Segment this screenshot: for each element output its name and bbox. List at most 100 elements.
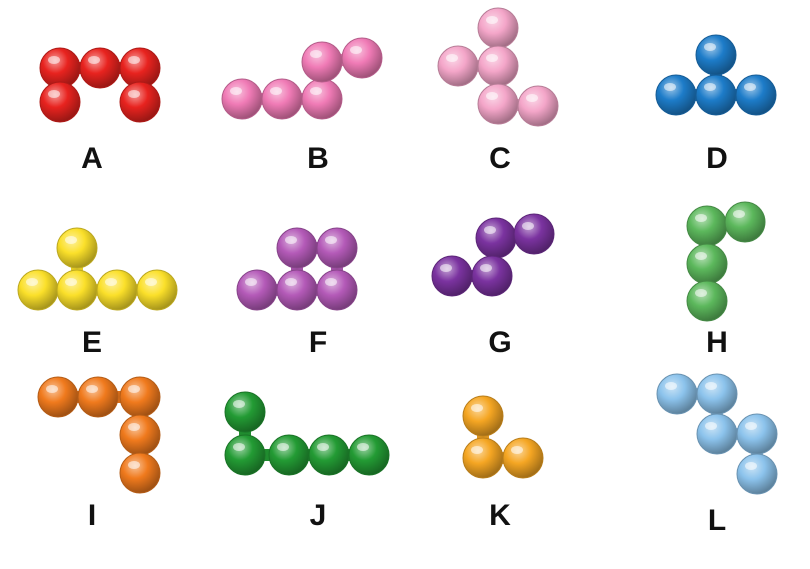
bead — [502, 437, 544, 479]
bead — [224, 434, 266, 476]
bead-highlight — [480, 264, 492, 272]
bead — [37, 376, 79, 418]
bead-highlight — [128, 90, 140, 98]
bead-highlight — [310, 50, 322, 58]
bead — [119, 452, 161, 494]
piece-label-g: G — [488, 326, 511, 359]
bead-highlight — [245, 278, 257, 286]
bead-highlight — [285, 236, 297, 244]
piece-label-k: K — [489, 499, 511, 532]
bead-highlight — [695, 214, 707, 222]
piece-a: A — [39, 47, 161, 175]
bead — [686, 280, 728, 322]
bead — [736, 453, 778, 495]
bead-highlight — [664, 83, 676, 91]
bead — [119, 81, 161, 123]
bead-highlight — [486, 16, 498, 24]
bead — [695, 34, 737, 76]
bead — [477, 83, 519, 125]
piece-h: H — [686, 201, 766, 359]
piece-label-d: D — [706, 142, 728, 175]
bead — [655, 74, 697, 116]
piece-g: G — [431, 213, 555, 359]
bead — [724, 201, 766, 243]
bead — [735, 74, 777, 116]
bead-highlight — [350, 46, 362, 54]
bead-highlight — [484, 226, 496, 234]
bead — [517, 85, 559, 127]
piece-j: J — [224, 391, 390, 532]
bead-highlight — [486, 92, 498, 100]
bead-highlight — [522, 222, 534, 230]
bead-highlight — [270, 87, 282, 95]
bead-highlight — [357, 443, 369, 451]
bead — [462, 437, 504, 479]
bead-highlight — [65, 278, 77, 286]
bead-highlight — [665, 382, 677, 390]
bead-highlight — [310, 87, 322, 95]
bead — [221, 78, 263, 120]
bead — [276, 227, 318, 269]
piece-label-h: H — [706, 326, 728, 359]
bead — [119, 414, 161, 456]
bead — [17, 269, 59, 311]
bead — [695, 74, 737, 116]
bead-highlight — [446, 54, 458, 62]
bead — [477, 7, 519, 49]
bead-highlight — [471, 446, 483, 454]
bead-highlight — [233, 400, 245, 408]
bead — [77, 376, 119, 418]
bead-highlight — [695, 252, 707, 260]
bead — [475, 217, 517, 259]
bead — [56, 227, 98, 269]
bead-highlight — [48, 56, 60, 64]
bead — [316, 227, 358, 269]
bead-highlight — [128, 423, 140, 431]
bead-highlight — [285, 278, 297, 286]
piece-c: C — [437, 7, 559, 175]
bead-highlight — [486, 54, 498, 62]
bead-highlight — [704, 83, 716, 91]
piece-label-a: A — [81, 142, 103, 175]
piece-label-b: B — [307, 142, 329, 175]
bead — [96, 269, 138, 311]
piece-k: K — [462, 395, 544, 532]
bead — [513, 213, 555, 255]
bead — [308, 434, 350, 476]
bead-highlight — [65, 236, 77, 244]
bead-highlight — [744, 83, 756, 91]
piece-label-j: J — [310, 499, 327, 532]
bead — [686, 243, 728, 285]
bead-highlight — [745, 422, 757, 430]
bead-highlight — [695, 289, 707, 297]
bead — [316, 269, 358, 311]
bead-highlight — [128, 461, 140, 469]
bead — [696, 413, 738, 455]
bead — [79, 47, 121, 89]
bead-highlight — [26, 278, 38, 286]
bead — [268, 434, 310, 476]
bead-highlight — [705, 382, 717, 390]
bead — [656, 373, 698, 415]
bead-highlight — [511, 446, 523, 454]
bead — [348, 434, 390, 476]
piece-label-c: C — [489, 142, 511, 175]
bead-highlight — [733, 210, 745, 218]
bead-highlight — [86, 385, 98, 393]
bead-highlight — [704, 43, 716, 51]
bead — [136, 269, 178, 311]
bead-highlight — [105, 278, 117, 286]
bead-highlight — [46, 385, 58, 393]
bead-highlight — [128, 385, 140, 393]
bead — [119, 376, 161, 418]
bead — [462, 395, 504, 437]
piece-label-f: F — [309, 326, 327, 359]
bead-highlight — [440, 264, 452, 272]
bead — [301, 78, 343, 120]
piece-e: E — [17, 227, 178, 359]
piece-label-l: L — [708, 504, 726, 537]
piece-label-i: I — [88, 499, 96, 532]
bead — [471, 255, 513, 297]
bead — [261, 78, 303, 120]
